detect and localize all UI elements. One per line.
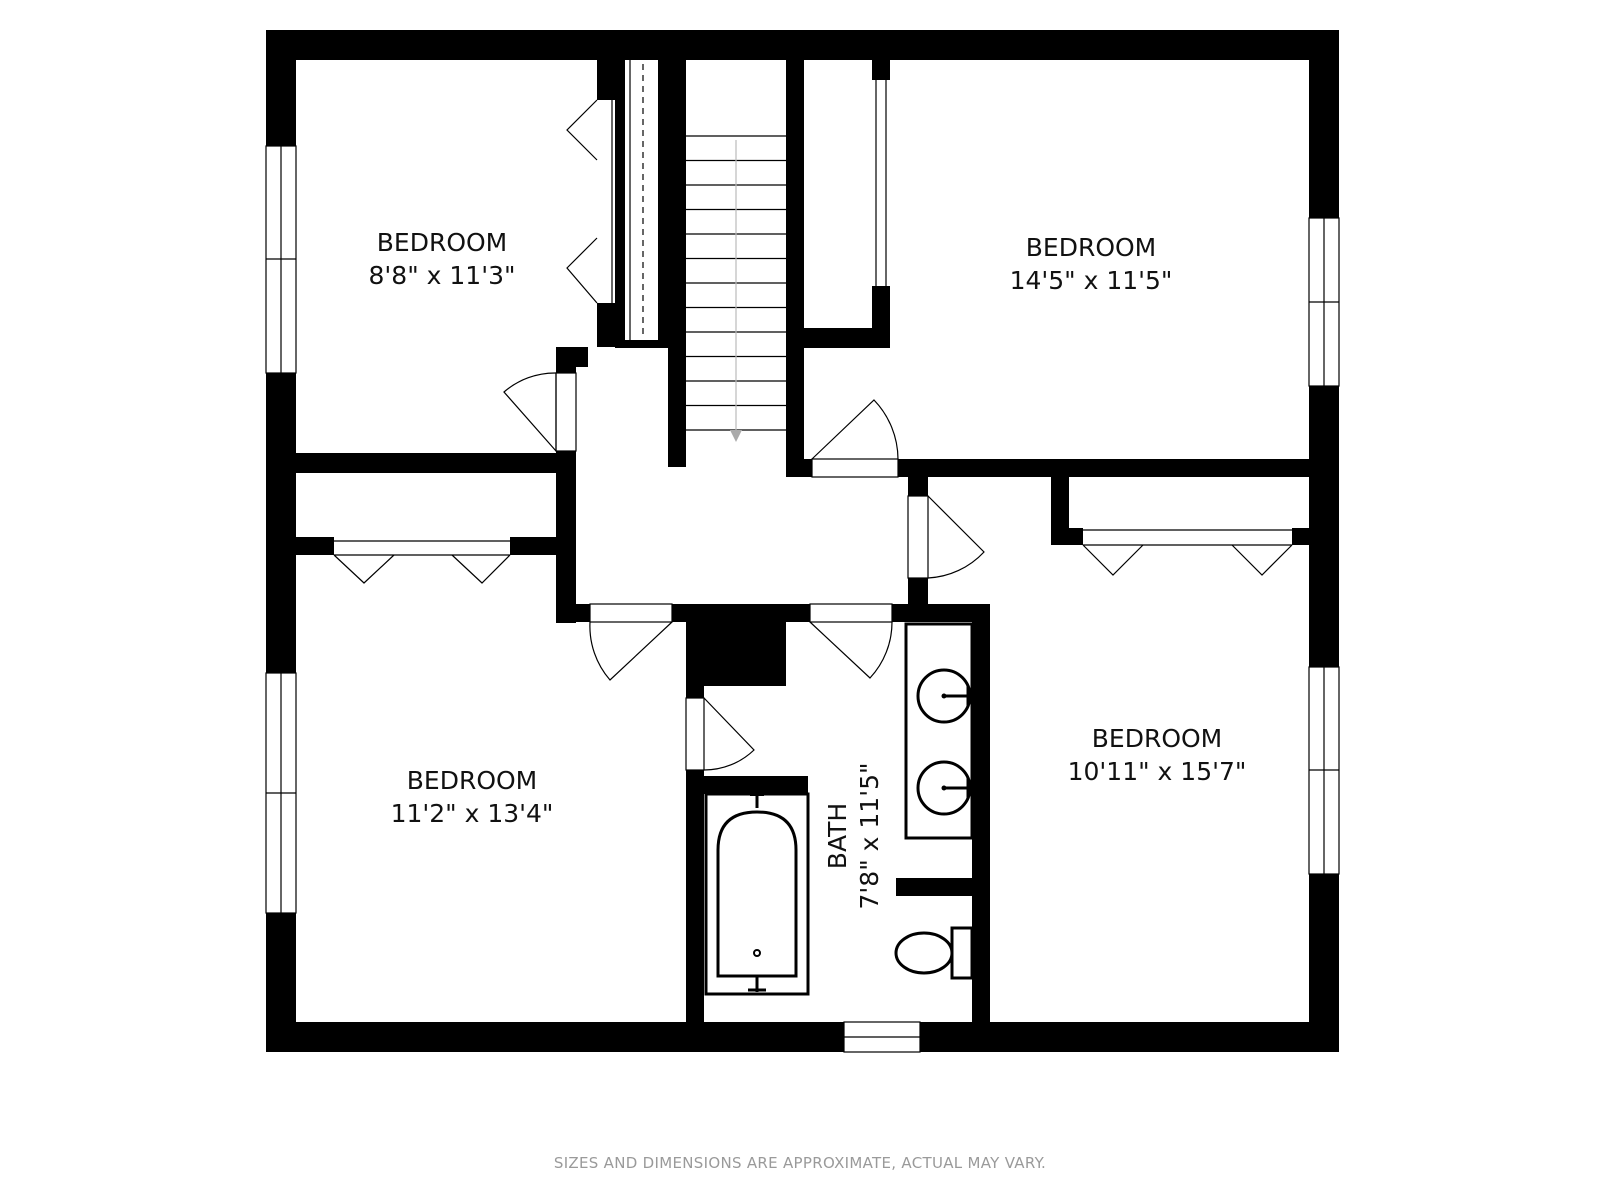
sink-lower-icon xyxy=(916,760,972,816)
room-label-bedroom-2: BEDROOM 14'5" x 11'5" xyxy=(1010,233,1173,295)
closet-door-bedroom2[interactable] xyxy=(875,80,887,286)
disclaimer-note: SIZES AND DIMENSIONS ARE APPROXIMATE, AC… xyxy=(554,1154,1046,1172)
door-bedroom4[interactable] xyxy=(907,495,985,579)
door-bedroom1[interactable] xyxy=(503,372,577,452)
room-name: BEDROOM xyxy=(407,766,538,795)
window-right-upper xyxy=(1308,217,1340,387)
window-bottom-bath xyxy=(843,1021,921,1053)
vanity xyxy=(904,622,974,840)
window-left-upper xyxy=(265,145,297,374)
door-bath-closet[interactable] xyxy=(685,697,755,771)
windows xyxy=(265,145,1340,1053)
room-name: BEDROOM xyxy=(1026,233,1157,262)
sink-upper-icon xyxy=(916,668,972,724)
room-label-bedroom-1: BEDROOM 8'8" x 11'3" xyxy=(369,228,516,290)
door-bedroom3[interactable] xyxy=(589,603,673,681)
door-bath[interactable] xyxy=(809,603,893,679)
room-name: BEDROOM xyxy=(1092,724,1223,753)
toilet-icon xyxy=(894,926,974,980)
room-label-bath: BATH 7'8" x 11'5" xyxy=(823,763,884,910)
down-arrow-icon xyxy=(730,430,742,442)
door-bedroom2[interactable] xyxy=(811,399,899,478)
linen-closet xyxy=(629,60,644,340)
room-dimensions: 8'8" x 11'3" xyxy=(369,261,516,290)
staircase xyxy=(686,60,786,467)
room-dimensions: 11'2" x 13'4" xyxy=(391,799,554,828)
room-name: BATH xyxy=(823,803,852,869)
room-dimensions: 7'8" x 11'5" xyxy=(855,763,884,910)
window-left-lower xyxy=(265,672,297,914)
closet-door-bedroom4[interactable] xyxy=(1082,529,1293,576)
exterior-walls xyxy=(266,30,1339,1052)
room-name: BEDROOM xyxy=(377,228,508,257)
room-dimensions: 10'11" x 15'7" xyxy=(1068,757,1247,786)
room-label-bedroom-3: BEDROOM 11'2" x 13'4" xyxy=(391,766,554,828)
window-right-lower xyxy=(1308,666,1340,875)
closet-door-bedroom3[interactable] xyxy=(333,540,511,584)
room-label-bedroom-4: BEDROOM 10'11" x 15'7" xyxy=(1068,724,1247,786)
room-dimensions: 14'5" x 11'5" xyxy=(1010,266,1173,295)
bathtub-icon xyxy=(704,792,810,996)
closet-door-bedroom1[interactable] xyxy=(566,99,613,304)
